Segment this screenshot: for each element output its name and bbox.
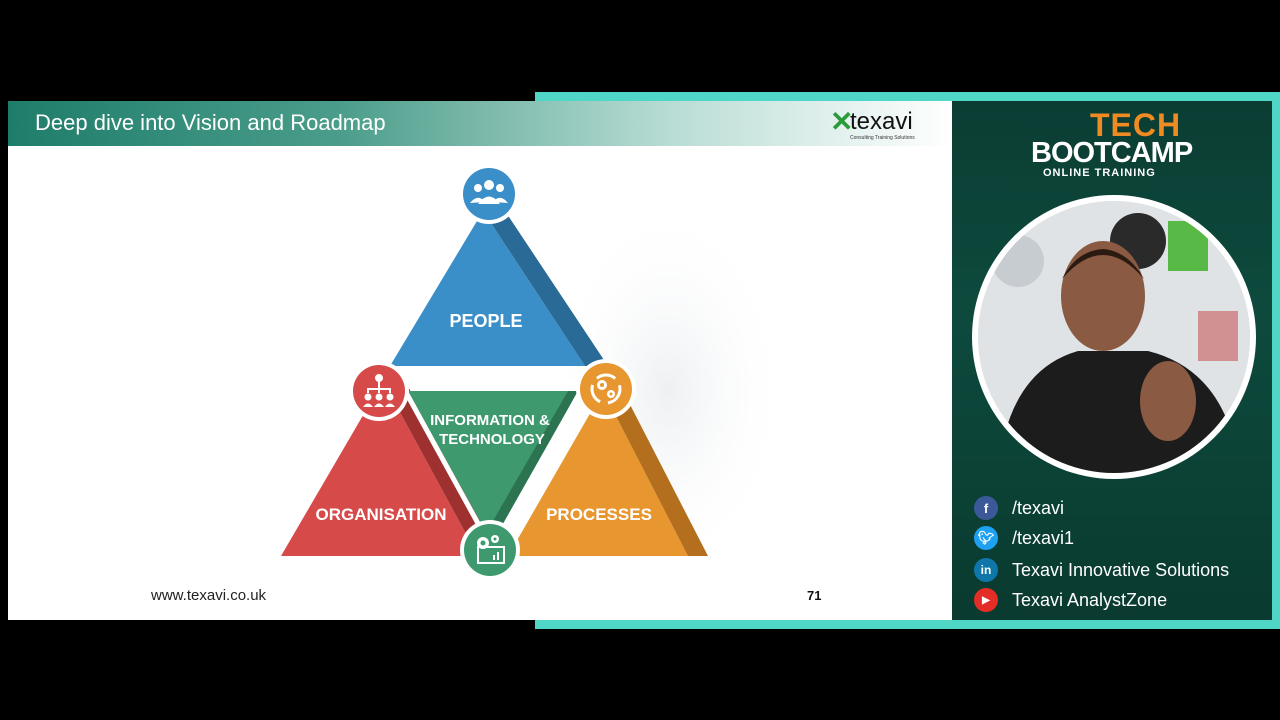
processes-label: PROCESSES — [546, 505, 652, 524]
information-technology-label-line2: TECHNOLOGY — [439, 431, 545, 448]
people-group-icon — [459, 164, 519, 224]
organisation-label: ORGANISATION — [316, 505, 447, 524]
background-decor — [992, 235, 1044, 287]
facebook-icon: f — [974, 496, 998, 520]
separator-right — [492, 385, 586, 549]
logo-tagline: Consulting Training Solutions — [850, 135, 915, 141]
presenter-face — [1061, 241, 1145, 351]
background-sign — [1168, 221, 1208, 271]
slide-title: Deep dive into Vision and Roadmap — [35, 110, 386, 135]
processes-triangle-side — [603, 391, 708, 556]
slide-header-bar — [8, 101, 952, 146]
people-triangle — [390, 211, 585, 366]
triangle-diagram: PEOPLE INFORMATION & TECHNOLOGY ORGANISA… — [281, 164, 788, 581]
social-twitter[interactable]: 🐦︎ /texavi1 — [974, 525, 1074, 551]
information-technology-triangle-side — [486, 391, 578, 543]
texavi-logo: ✕ texavi Consulting Training Solutions — [828, 106, 938, 142]
organisation-triangle — [281, 381, 478, 556]
gears-cycle-icon — [576, 359, 636, 419]
social-linkedin[interactable]: in Texavi Innovative Solutions — [974, 557, 1229, 583]
slide-page-number: 71 — [807, 588, 822, 603]
background-books — [1198, 311, 1238, 361]
brand-tech-text: TECH — [1090, 107, 1182, 143]
logo-x-mark: ✕ — [830, 106, 854, 137]
social-youtube[interactable]: ▶ Texavi AnalystZone — [974, 587, 1167, 613]
social-twitter-label: /texavi1 — [1012, 527, 1075, 548]
social-linkedin-label: Texavi Innovative Solutions — [1012, 559, 1230, 580]
social-youtube-label: Texavi AnalystZone — [1012, 589, 1168, 610]
separator-left — [400, 385, 494, 549]
information-technology-label-line1: INFORMATION & — [430, 412, 550, 429]
processes-triangle — [508, 391, 688, 556]
presenter-hand — [1140, 361, 1196, 441]
presenter-hair — [1062, 249, 1144, 279]
twitter-icon: 🐦︎ — [974, 526, 998, 550]
org-chart-icon — [349, 361, 409, 421]
linkedin-icon: in — [974, 558, 998, 582]
presenter-video-circle — [972, 195, 1256, 479]
social-facebook-label: /texavi — [1012, 497, 1065, 518]
information-technology-triangle — [408, 391, 578, 543]
people-label: PEOPLE — [449, 311, 522, 331]
presenter-panel: TECH BOOTCAMP ONLINE TRAINING f /texavi … — [952, 101, 1272, 620]
presentation-slide: Deep dive into Vision and Roadmap ✕ texa… — [8, 101, 952, 620]
gear-screen-icon — [460, 520, 520, 580]
presenter-silhouette — [978, 201, 1250, 473]
people-triangle-side — [483, 211, 608, 366]
logo-wordmark: texavi — [850, 108, 913, 135]
brand-bootcamp-text: BOOTCAMP — [1031, 137, 1193, 169]
brand-online-training-text: ONLINE TRAINING — [1043, 167, 1156, 179]
presenter-video — [978, 201, 1250, 473]
social-facebook[interactable]: f /texavi — [974, 495, 1064, 521]
footer-website: www.texavi.co.uk — [151, 587, 267, 604]
youtube-icon: ▶ — [974, 588, 998, 612]
